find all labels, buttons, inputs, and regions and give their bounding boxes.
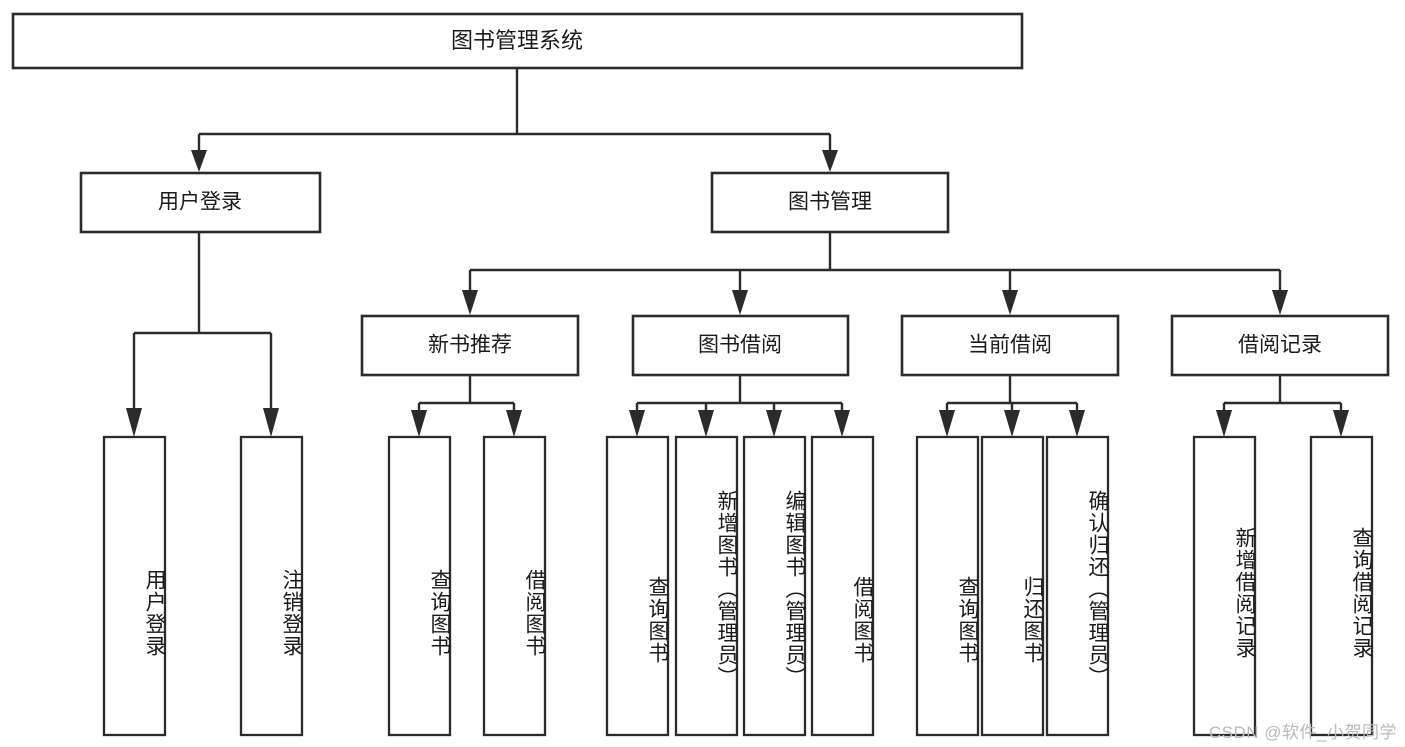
node-leaf-query-book-2-box[interactable] [605,435,670,737]
node-leaf-add-record-label: 新增借阅记录 [1233,526,1256,659]
node-leaf-add-book-label: 新增图书（管理员） [715,490,738,688]
node-root[interactable]: 图书管理系统 [11,12,1024,70]
csdn-watermark: CSDN @软件_小贺同学 [1208,723,1397,742]
node-borrow-record[interactable]: 借阅记录 [1170,314,1390,377]
arrowhead-leaf-borrow-book-2 [834,410,850,437]
node-leaf-confirm-return-box[interactable] [1045,435,1110,737]
node-borrow-record-box[interactable] [1170,314,1390,377]
leaf-box-group [102,435,1374,737]
node-leaf-query-record-label: 查询借阅记录 [1350,526,1373,659]
arrowhead-borrow-record [1272,290,1288,315]
node-leaf-borrow-book-2-label: 借阅图书 [851,576,874,664]
node-leaf-logout-box[interactable] [239,435,304,737]
node-leaf-query-book-1-box[interactable] [387,435,452,737]
node-root-label: 图书管理系统 [451,28,583,53]
arrowhead-leaf-add-book [698,410,714,437]
node-book-borrow-box[interactable] [631,314,850,377]
arrowhead-leaf-query-book-1 [411,410,427,437]
node-leaf-user-login-box[interactable] [102,435,167,737]
node-current-borrow[interactable]: 当前借阅 [900,314,1120,377]
node-leaf-query-book-2-label: 查询图书 [646,576,669,664]
node-leaf-return-book-label: 归还图书 [1021,576,1044,664]
node-book-manage[interactable]: 图书管理 [710,171,950,234]
node-book-borrow-label: 图书借阅 [698,334,782,357]
node-book-manage-box[interactable] [710,171,950,234]
arrowhead-new-book-recommend [462,290,478,315]
node-leaf-edit-book-box[interactable] [742,435,807,737]
node-new-book-recommend-box[interactable] [360,314,580,377]
arrowhead-leaf-edit-book [766,410,782,437]
arrowhead-leaf-add-record [1216,410,1232,437]
node-root-box[interactable] [11,12,1024,70]
node-leaf-add-record-box[interactable] [1192,435,1257,737]
arrowhead-leaf-borrow-book-1 [506,410,522,437]
arrowhead-leaf-user-login [126,408,142,437]
node-leaf-borrow-book-1-label: 借阅图书 [523,568,546,657]
node-leaf-logout-label: 注销登录 [280,568,303,657]
node-user-login[interactable]: 用户登录 [79,171,322,234]
node-leaf-query-book-1-label: 查询图书 [428,568,451,657]
node-user-login-label: 用户登录 [158,191,242,214]
node-current-borrow-label: 当前借阅 [968,334,1052,357]
arrowhead-leaf-confirm-return [1069,410,1085,437]
node-leaf-borrow-book-2-box[interactable] [810,435,875,737]
node-leaf-query-book-3-label: 查询图书 [956,576,979,664]
arrowhead-book-manage [822,150,838,172]
arrowhead-user-login [191,150,207,172]
arrowhead-leaf-query-book-2 [629,410,645,437]
node-leaf-query-record-box[interactable] [1309,435,1374,737]
node-book-borrow[interactable]: 图书借阅 [631,314,850,377]
node-leaf-borrow-book-1-box[interactable] [482,435,547,737]
node-leaf-query-book-3-box[interactable] [915,435,980,737]
node-new-book-recommend[interactable]: 新书推荐 [360,314,580,377]
node-book-manage-label: 图书管理 [788,191,872,214]
arrowhead-current-borrow [1002,290,1018,315]
connector-group [126,68,1349,437]
node-leaf-confirm-return-label: 确认归还（管理员） [1086,490,1109,688]
node-current-borrow-box[interactable] [900,314,1120,377]
node-leaf-edit-book-label: 编辑图书（管理员） [783,490,806,688]
arrowhead-book-borrow [732,290,748,315]
node-leaf-return-book-box[interactable] [980,435,1045,737]
node-borrow-record-label: 借阅记录 [1238,334,1322,357]
node-leaf-user-login-label: 用户登录 [143,568,166,657]
node-leaf-add-book-box[interactable] [674,435,739,737]
arrowhead-leaf-logout [263,408,279,437]
node-new-book-recommend-label: 新书推荐 [428,334,512,357]
arrowhead-leaf-query-book-3 [939,410,955,437]
arrowhead-leaf-query-record [1333,410,1349,437]
node-user-login-box[interactable] [79,171,322,234]
arrowhead-leaf-return-book [1004,410,1020,437]
